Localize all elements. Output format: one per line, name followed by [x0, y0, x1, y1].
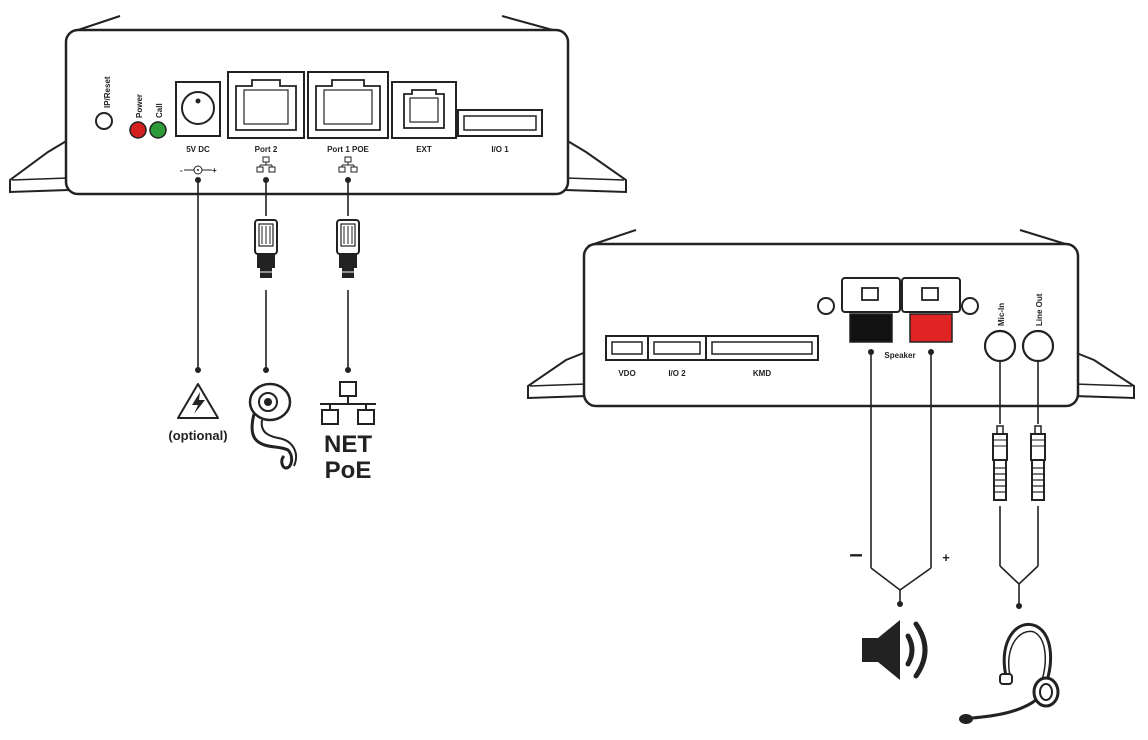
rear-screw-left [817, 297, 835, 315]
call-led [149, 121, 167, 139]
reset-label: IP/Reset [103, 76, 112, 108]
ext-label: EXT [416, 145, 432, 154]
rj45-plug-icon [254, 219, 278, 279]
speaker-minus-sign: – [849, 541, 862, 568]
speaker-plus-sign: + [942, 550, 950, 565]
svg-text:-: - [180, 166, 183, 175]
front-mount-right [565, 138, 627, 194]
port-1-poe-rj45[interactable] [307, 71, 389, 139]
network-topology-icon [320, 381, 376, 425]
rear-device: VDO I/O 2 KMD Speaker Mic-In Line Out [527, 229, 1135, 408]
reset-button[interactable] [95, 112, 113, 130]
mic-in-jack[interactable] [983, 329, 1017, 363]
call-label: Call [155, 103, 164, 118]
rear-mount-left [527, 350, 587, 400]
loudspeaker-icon [862, 620, 928, 680]
vdo-port[interactable] [605, 335, 649, 361]
rca-plug-icon [992, 425, 1008, 501]
port-2-rj45[interactable] [227, 71, 305, 139]
line-out-jack[interactable] [1021, 329, 1055, 363]
front-cables [195, 177, 351, 373]
power-optional-note: (optional) [168, 428, 227, 443]
network-label-poe: PoE [325, 457, 372, 484]
power-label: Power [135, 94, 144, 118]
io1-label: I/O 1 [491, 145, 509, 154]
dc-jack[interactable] [175, 81, 221, 137]
io2-label: I/O 2 [668, 369, 686, 378]
port2-label: Port 2 [255, 145, 278, 154]
rear-mount-right [1073, 350, 1135, 400]
svg-text:+: + [212, 166, 217, 175]
speaker-positive-terminal[interactable] [901, 277, 961, 343]
dc-label: 5V DC [186, 145, 210, 154]
vdo-label: VDO [618, 369, 635, 378]
speaker-wiring [870, 352, 932, 604]
speaker-label: Speaker [884, 351, 915, 360]
dc-polarity-icon: - + [180, 165, 217, 175]
kmd-label: KMD [753, 369, 771, 378]
power-led [129, 121, 147, 139]
front-device: IP/Reset Power Call [9, 15, 627, 196]
headset-icon [959, 622, 1060, 724]
audio-cables [999, 360, 1039, 606]
rca-plug-icon [1030, 425, 1046, 501]
port1-label: Port 1 POE [327, 145, 369, 154]
line-out-label: Line Out [1035, 293, 1044, 326]
ext-port[interactable] [391, 81, 457, 139]
rear-screw-right [961, 297, 979, 315]
io-2-port[interactable] [647, 335, 707, 361]
speaker-negative-terminal[interactable] [841, 277, 901, 343]
webcam-icon [248, 382, 297, 470]
high-voltage-warning-icon [177, 383, 219, 419]
kmd-port[interactable] [705, 335, 819, 361]
network-label-net: NET [324, 431, 372, 458]
rj45-plug-icon [336, 219, 360, 279]
front-mount-left [9, 138, 69, 194]
io-1-port[interactable] [457, 109, 543, 137]
mic-in-label: Mic-In [997, 303, 1006, 326]
